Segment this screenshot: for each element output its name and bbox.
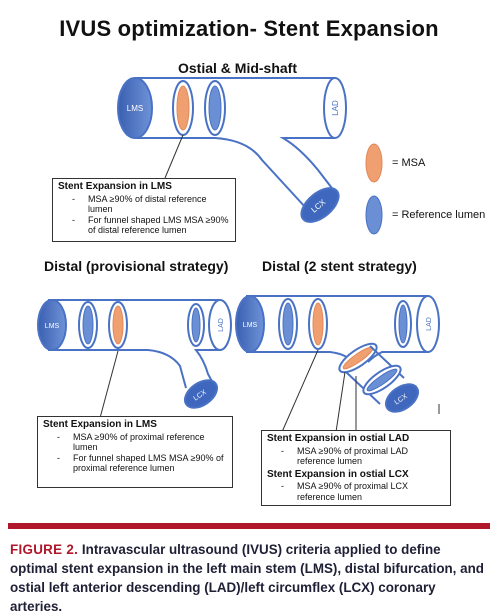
legend-msa-swatch [365, 143, 383, 183]
top-lms-vessel [135, 77, 339, 209]
bl-lcx-end [183, 379, 219, 409]
legend-reference-label: = Reference lumen [392, 209, 486, 221]
legend-reference-swatch [365, 195, 383, 235]
top-criteria-box: Stent Expansion in LMS MSA ≥90% of dista… [52, 178, 236, 242]
legend-msa-label: = MSA [392, 157, 426, 169]
br-reference-fill [282, 302, 294, 346]
bl-lms-label: LMS [45, 323, 60, 330]
bl-lms-ostium [37, 299, 67, 351]
br-lms-label: LMS [243, 322, 258, 329]
bottom-right-lcx-item: MSA ≥90% of proximal LCX reference lumen [281, 481, 445, 502]
top-lms-label: LMS [127, 104, 143, 113]
bl-lad-label: LAD [218, 318, 225, 332]
bl-reference-fill [82, 305, 94, 345]
top-lcx-end [300, 187, 340, 223]
bottom-right-vessel-diagram [235, 295, 440, 433]
br-lms-ostium [235, 295, 265, 353]
top-pointer-line [164, 134, 184, 179]
stent-diagram: LMS LAD LCX LMS LAD LCX LMS LAD LCX [37, 77, 440, 433]
bottom-right-lad-heading: Stent Expansion in ostial LAD [267, 433, 410, 444]
top-lad-label: LAD [331, 100, 340, 116]
bottom-right-lad-item: MSA ≥90% of proximal LAD reference lumen [281, 446, 445, 467]
top-criteria-item: For funnel shaped LMS MSA ≥90% of distal… [72, 215, 230, 236]
bottom-left-criteria-item: For funnel shaped LMS MSA ≥90% of proxim… [57, 453, 227, 474]
bottom-right-criteria-box: Stent Expansion in ostial LAD MSA ≥90% o… [261, 430, 451, 506]
bottom-left-vessel-diagram [37, 299, 232, 419]
top-lms-ostium [117, 77, 153, 139]
br-lcx-end [384, 383, 420, 413]
bottom-right-panel-heading: Distal (2 stent strategy) [262, 258, 417, 274]
top-lad-end [323, 77, 347, 139]
bottom-left-criteria-item: MSA ≥90% of proximal reference lumen [57, 432, 227, 453]
top-criteria-heading: Stent Expansion in LMS [58, 181, 172, 192]
bl-lad-fill [191, 307, 201, 343]
top-reference-fill [208, 85, 222, 131]
bottom-left-criteria-heading: Stent Expansion in LMS [43, 419, 157, 430]
bl-pointer-line [99, 350, 119, 419]
top-criteria-item: MSA ≥90% of distal reference lumen [72, 194, 230, 215]
bl-lad-end [208, 299, 232, 351]
bottom-right-lcx-heading: Stent Expansion in ostial LCX [267, 468, 409, 480]
caption-divider [8, 523, 490, 529]
bottom-left-panel-heading: Distal (provisional strategy) [44, 258, 229, 274]
legend-swatches [365, 143, 383, 235]
diagram-title: IVUS optimization- Stent Expansion [59, 16, 439, 41]
figure-label: FIGURE 2. [10, 542, 79, 557]
top-vessel-diagram [117, 77, 347, 223]
top-panel-heading: Ostial & Mid-shaft [178, 60, 298, 76]
br-lad-fill [398, 304, 408, 344]
br-lcx-ref-fill [366, 368, 398, 392]
br-lad-end [416, 295, 440, 353]
br-pointer-line-1 [281, 349, 319, 433]
figure-caption: FIGURE 2. Intravascular ultrasound (IVUS… [10, 540, 490, 616]
br-lad-label: LAD [426, 317, 433, 331]
bl-msa-fill [112, 305, 124, 345]
caption-text: Intravascular ultrasound (IVUS) criteria… [10, 542, 484, 614]
br-pointer-line-2 [335, 371, 346, 433]
br-msa-fill [312, 302, 324, 346]
top-msa-fill [176, 85, 190, 131]
bottom-left-criteria-box: Stent Expansion in LMS MSA ≥90% of proxi… [37, 416, 233, 488]
bl-lms-vessel [48, 299, 220, 389]
